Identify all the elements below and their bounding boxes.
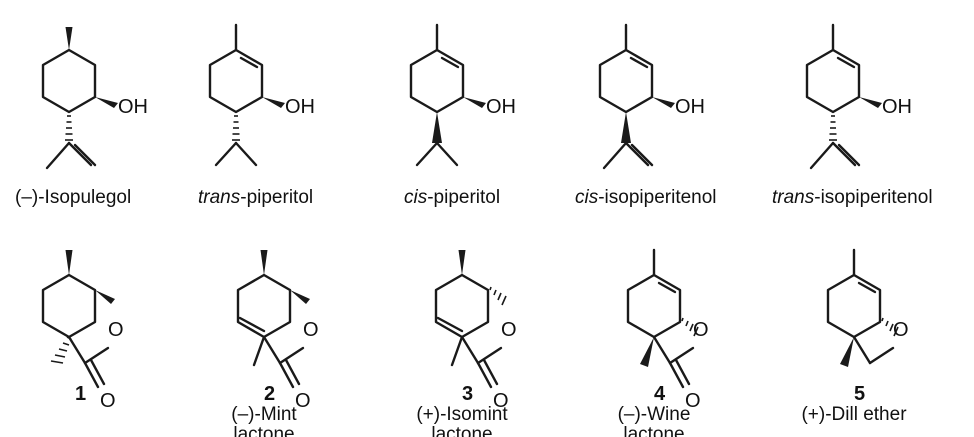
hashed-bond [489, 286, 507, 306]
compound-label: (–)-Isopulegol [15, 187, 131, 208]
atom-oh: OH [285, 96, 315, 118]
molecule-drawing [41, 250, 115, 389]
molecule-drawing [805, 23, 882, 170]
hashed-bond [50, 336, 72, 364]
atom-oh: OH [486, 96, 516, 118]
hashed-bond [65, 115, 73, 141]
structure-compound-2: O O 2 (–)-Mint lactone [231, 250, 319, 437]
carbonyl-oxygen: O [295, 390, 311, 412]
ring-oxygen: O [693, 319, 709, 341]
structure-cis-isopiperitenol: OH cis-isopiperitenol [575, 23, 717, 208]
compound-label: cis-piperitol [404, 187, 500, 208]
compound-number: 1 [75, 383, 86, 405]
structure-cis-piperitol: OH cis-piperitol [404, 23, 516, 208]
molecule-drawing [626, 248, 699, 389]
atom-oh: OH [118, 96, 148, 118]
hashed-bond [829, 115, 837, 141]
compound-name-line1: (+)-Dill ether [801, 404, 907, 425]
carbonyl-oxygen: O [493, 390, 509, 412]
molecule-drawing [826, 248, 899, 367]
structure-compound-5: O 5 (+)-Dill ether [801, 248, 909, 425]
hashed-bond [232, 115, 240, 141]
molecule-drawing [598, 23, 675, 170]
ring-oxygen: O [501, 319, 517, 341]
hashed-bond [881, 317, 899, 337]
atom-oh: OH [882, 96, 912, 118]
structure-compound-1: O O 1 [41, 250, 124, 412]
molecule-drawing [208, 23, 285, 167]
molecule-drawing [41, 27, 118, 170]
ring-oxygen: O [108, 319, 124, 341]
compound-label: cis-isopiperitenol [575, 187, 717, 208]
atom-oh: OH [675, 96, 705, 118]
ring-oxygen: O [893, 319, 909, 341]
structure-compound-4: O O 4 (–)-Wine lactone [618, 248, 709, 437]
compound-name-line2: lactone [233, 424, 294, 437]
carbonyl-oxygen: O [685, 390, 701, 412]
compound-number: 2 [264, 383, 275, 405]
compound-number: 4 [654, 383, 666, 405]
compound-number: 5 [854, 383, 865, 405]
compound-name-line1: (+)-Isomint [416, 404, 508, 425]
compound-name-line1: (–)-Mint [231, 404, 297, 425]
molecule-drawing [409, 23, 486, 167]
structure-trans-piperitol: OH trans-piperitol [198, 23, 315, 208]
compound-name-line1: (–)-Wine [618, 404, 691, 425]
carbonyl-oxygen: O [100, 390, 116, 412]
compound-name-line2: lactone [431, 424, 492, 437]
structure-compound-3: O O 3 (+)-Isomint lactone [416, 250, 517, 437]
molecule-drawing [434, 250, 507, 389]
ring-oxygen: O [303, 319, 319, 341]
compound-label: trans-isopiperitenol [772, 187, 933, 208]
molecule-drawing [236, 250, 310, 389]
compound-label: trans-piperitol [198, 187, 313, 208]
hashed-bond [681, 317, 699, 337]
compound-number: 3 [462, 383, 473, 405]
structure-trans-isopiperitenol: OH trans-isopiperitenol [772, 23, 933, 208]
structure-isopulegol: OH (–)-Isopulegol [15, 27, 148, 208]
compound-name-line2: lactone [623, 424, 684, 437]
